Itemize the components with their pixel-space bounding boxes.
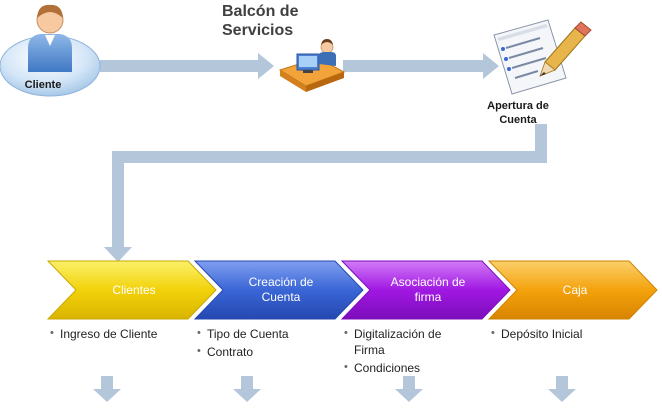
- list-item: Condiciones: [344, 360, 464, 376]
- stage-title-caja: Caja: [562, 282, 588, 297]
- client-label: Cliente: [24, 79, 62, 91]
- client-person-icon: [0, 4, 101, 97]
- list-item: Depósito Inicial: [491, 326, 631, 342]
- document-pencil-icon: [493, 19, 592, 95]
- stage-chevron-caja: [487, 260, 658, 320]
- down-arrow-creacion: [233, 376, 261, 402]
- stage-title-asociacion: Asociación de firma: [390, 275, 466, 304]
- list-item: Digitalización de Firma: [344, 326, 464, 358]
- stage-chevron-clientes: [46, 260, 217, 320]
- stage-chevron-asociacion: [340, 260, 511, 320]
- down-arrow-asociacion: [395, 376, 423, 402]
- connector-balcon-to-apertura: [343, 53, 499, 79]
- down-arrow-caja: [548, 376, 576, 402]
- stage-items-clientes: Ingreso de Cliente: [50, 326, 190, 344]
- stage-title-clientes: Clientes: [112, 282, 156, 297]
- service-desk-icon: [278, 39, 346, 92]
- stage-items-asociacion: Digitalización de Firma Condiciones: [344, 326, 464, 379]
- stage-items-caja: Depósito Inicial: [491, 326, 631, 344]
- stage-items-creacion: Tipo de Cuenta Contrato: [197, 326, 337, 362]
- apertura-de-cuenta-label: Apertura de Cuenta: [487, 100, 549, 127]
- balcon-de-servicios-title: Balcón de Servicios: [222, 3, 299, 40]
- stage-title-creacion: Creación de Cuenta: [248, 275, 314, 304]
- list-item: Ingreso de Cliente: [50, 326, 190, 342]
- connector-apertura-to-stages: [104, 124, 547, 262]
- list-item: Contrato: [197, 344, 337, 360]
- down-arrow-clientes: [93, 376, 121, 402]
- connector-cliente-to-balcon: [100, 53, 274, 79]
- list-item: Tipo de Cuenta: [197, 326, 337, 342]
- stage-chevron-creacion: [193, 260, 364, 320]
